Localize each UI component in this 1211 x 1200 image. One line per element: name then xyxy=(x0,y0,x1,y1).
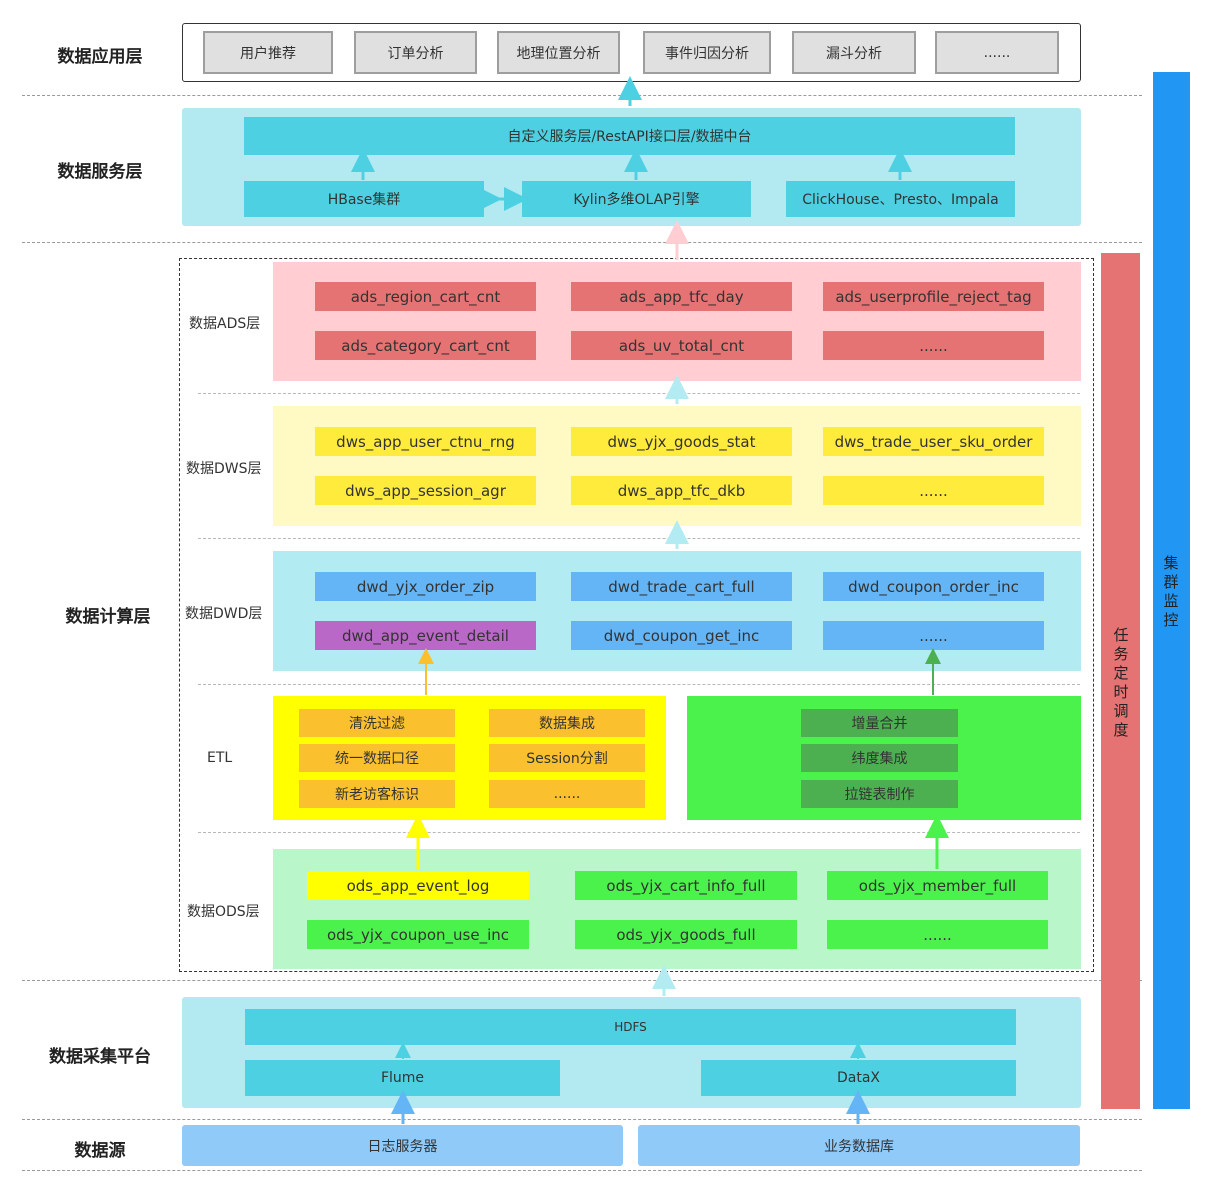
ads-table: ads_uv_total_cnt xyxy=(571,331,792,360)
ads-table: ads_region_cart_cnt xyxy=(315,282,536,311)
ods-table: ods_yjx_coupon_use_inc xyxy=(307,920,529,949)
dws-table: ...... xyxy=(823,476,1044,505)
separator-dws-dwd xyxy=(198,538,1080,539)
dwd-table: dwd_trade_cart_full xyxy=(571,572,792,601)
dws-table: dws_app_user_ctnu_rng xyxy=(315,427,536,456)
dwd-layer-panel xyxy=(273,551,1081,671)
app-item: ...... xyxy=(935,31,1059,74)
query-engines-box: ClickHouse、Presto、Impala xyxy=(786,181,1015,217)
layer-label-source: 数据源 xyxy=(74,1141,126,1161)
etl-step: 新老访客标识 xyxy=(299,780,455,808)
etl-step: 数据集成 xyxy=(489,709,645,737)
task-schedule-label: 任务定时调度 xyxy=(1113,626,1129,739)
app-item: 用户推荐 xyxy=(203,31,333,74)
etl-step: 统一数据口径 xyxy=(299,744,455,772)
ads-layer-label: 数据ADS层 xyxy=(189,316,261,332)
cluster-monitor-bar xyxy=(1153,72,1190,1109)
etl-step: 清洗过滤 xyxy=(299,709,455,737)
dwd-layer-label: 数据DWD层 xyxy=(185,606,263,622)
etl-step: 增量合并 xyxy=(801,709,958,737)
business-db-box: 业务数据库 xyxy=(638,1125,1080,1166)
ods-table: ods_yjx_member_full xyxy=(827,871,1048,900)
dws-table: dws_yjx_goods_stat xyxy=(571,427,792,456)
hdfs-box: HDFS xyxy=(245,1009,1016,1045)
dwd-table: dwd_coupon_order_inc xyxy=(823,572,1044,601)
etl-label: ETL xyxy=(207,750,233,766)
cluster-monitor-label: 集群监控 xyxy=(1163,554,1179,629)
ads-table: ...... xyxy=(823,331,1044,360)
etl-step: Session分割 xyxy=(489,744,645,772)
app-item: 事件归因分析 xyxy=(643,31,771,74)
dwd-table: dwd_coupon_get_inc xyxy=(571,621,792,650)
ods-table: ods_yjx_cart_info_full xyxy=(575,871,797,900)
hbase-box: HBase集群 xyxy=(244,181,484,217)
log-server-box: 日志服务器 xyxy=(182,1125,623,1166)
dws-layer-label: 数据DWS层 xyxy=(186,461,262,477)
layer-label-collect: 数据采集平台 xyxy=(49,1047,151,1067)
ods-table-event-log: ods_app_event_log xyxy=(307,871,529,900)
separator-ads-dws xyxy=(198,393,1080,394)
kylin-box: Kylin多维OLAP引擎 xyxy=(522,181,751,217)
etl-step: 纬度集成 xyxy=(801,744,958,772)
separator-service xyxy=(22,242,1142,243)
ads-table: ads_app_tfc_day xyxy=(571,282,792,311)
task-schedule-bar xyxy=(1101,253,1140,1109)
layer-label-app: 数据应用层 xyxy=(57,47,143,67)
etl-step: ...... xyxy=(489,780,645,808)
separator-dwd-etl xyxy=(198,684,1080,685)
layer-label-service: 数据服务层 xyxy=(57,162,143,182)
dws-table: dws_trade_user_sku_order xyxy=(823,427,1044,456)
layer-label-compute: 数据计算层 xyxy=(65,607,151,627)
ods-layer-label: 数据ODS层 xyxy=(187,904,260,920)
separator-source xyxy=(22,1170,1142,1171)
ods-layer-panel xyxy=(273,849,1081,969)
ads-table: ads_userprofile_reject_tag xyxy=(823,282,1044,311)
dws-layer-panel xyxy=(273,406,1081,526)
dwd-table-event-detail: dwd_app_event_detail xyxy=(315,621,536,650)
separator-app xyxy=(22,95,1142,96)
ods-table: ods_yjx_goods_full xyxy=(575,920,797,949)
app-item: 漏斗分析 xyxy=(792,31,916,74)
separator-collect xyxy=(22,1119,1142,1120)
dws-table: dws_app_tfc_dkb xyxy=(571,476,792,505)
app-item: 订单分析 xyxy=(354,31,477,74)
ads-layer-panel xyxy=(273,262,1081,381)
separator-etl-ods xyxy=(198,832,1080,833)
ods-table: ...... xyxy=(827,920,1048,949)
dwd-table: ...... xyxy=(823,621,1044,650)
separator-compute xyxy=(22,980,1142,981)
ads-table: ads_category_cart_cnt xyxy=(315,331,536,360)
dws-table: dws_app_session_agr xyxy=(315,476,536,505)
compute-layer-frame xyxy=(179,258,1094,972)
app-item: 地理位置分析 xyxy=(497,31,620,74)
dwd-table: dwd_yjx_order_zip xyxy=(315,572,536,601)
etl-step: 拉链表制作 xyxy=(801,780,958,808)
